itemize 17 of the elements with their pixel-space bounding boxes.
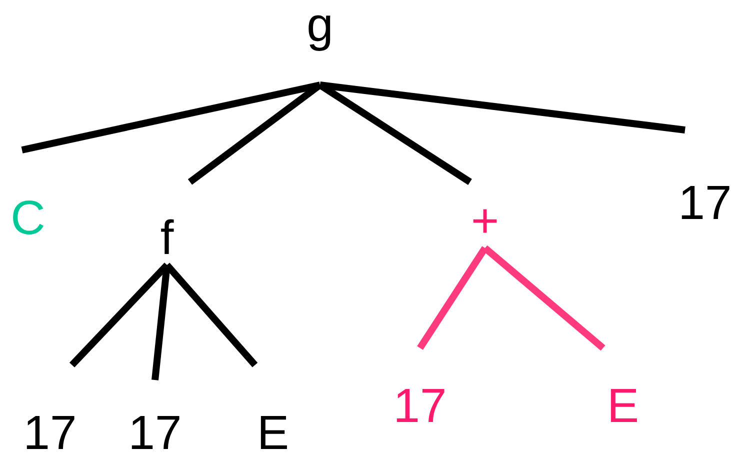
tree-node-label: C (10, 193, 46, 245)
tree-node-label: 17 (128, 408, 182, 460)
tree-branch (417, 246, 488, 350)
tree-node-label: 17 (393, 381, 447, 433)
tree-node-label: E (256, 408, 289, 460)
tree-node-label: 17 (678, 178, 731, 230)
tree-branch (188, 82, 322, 185)
tree-node-label: + (470, 196, 500, 248)
tree-branch (21, 82, 321, 154)
tree-branch (320, 82, 686, 134)
tree-node-label: g (306, 0, 334, 52)
tree-branch (482, 245, 606, 351)
tree-node-label: 17 (23, 408, 77, 460)
tree-node-label: E (606, 381, 639, 433)
tree-branch (152, 264, 170, 380)
tree-branch (164, 262, 258, 368)
tree-node-label: f (160, 213, 174, 265)
